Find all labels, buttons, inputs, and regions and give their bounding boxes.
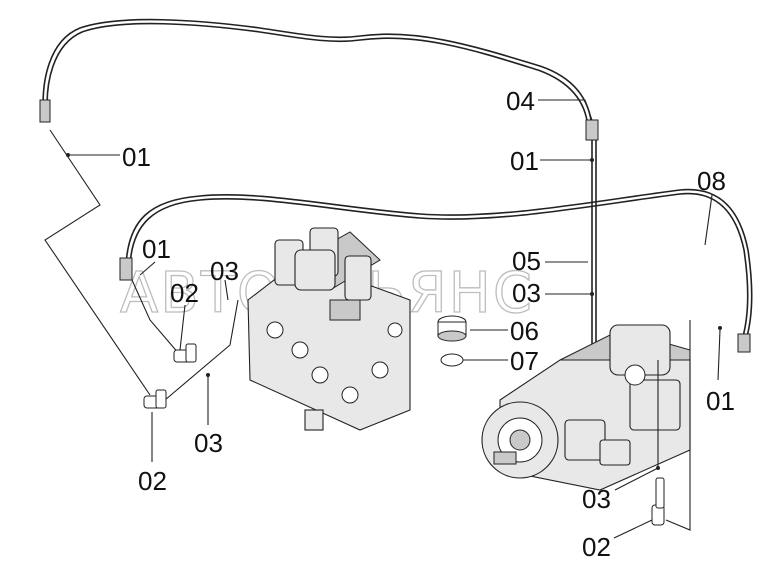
hose-middle-long-inner bbox=[129, 192, 749, 341]
line-left-01 bbox=[44, 129, 151, 396]
hose-top-long-inner bbox=[46, 22, 589, 129]
control-valve-block bbox=[247, 227, 411, 431]
leader-dot-01-right bbox=[718, 326, 722, 330]
callout-05: 05 bbox=[512, 246, 541, 276]
callout-01-left-upper: 01 bbox=[142, 234, 171, 264]
callout-07: 07 bbox=[510, 346, 539, 376]
leader-dot-01-top bbox=[590, 158, 594, 162]
hose-fitting-right-top bbox=[585, 119, 599, 141]
callout-03-mid: 03 bbox=[512, 278, 541, 308]
plug-06 bbox=[437, 315, 467, 342]
leader-04 bbox=[538, 99, 593, 121]
line-left-upper bbox=[131, 279, 181, 356]
leader-01-right-vertical bbox=[665, 320, 691, 531]
leader-dot-01-left bbox=[66, 153, 70, 157]
callout-08: 08 bbox=[697, 166, 726, 196]
callout-06: 06 bbox=[510, 316, 539, 346]
o-ring-07 bbox=[440, 353, 464, 367]
leader-dot-03-mid bbox=[590, 292, 594, 296]
leader-dot-03-left-bottom bbox=[206, 373, 210, 377]
leader-02-left-top bbox=[179, 304, 186, 351]
callout-02-right-bottom: 02 bbox=[582, 532, 611, 562]
elbow-fitting-left-bottom bbox=[143, 389, 167, 409]
hose-fitting-right-mid bbox=[737, 333, 751, 353]
callout-01-top: 01 bbox=[510, 146, 539, 176]
leader-01-right bbox=[717, 329, 721, 381]
leader-03-left-top bbox=[224, 279, 229, 301]
leader-dot-03-right-bottom bbox=[656, 466, 660, 470]
callout-02-left-top: 02 bbox=[170, 278, 199, 308]
callout-03-right-bottom: 03 bbox=[582, 484, 611, 514]
callout-04: 04 bbox=[506, 86, 535, 116]
leader-01-left2 bbox=[139, 261, 156, 276]
callout-01-left: 01 bbox=[122, 142, 151, 172]
hose-top-long bbox=[42, 18, 593, 129]
leader-02-right-bottom bbox=[613, 519, 653, 539]
elbow-fitting-left-top bbox=[173, 343, 197, 363]
callout-01-right: 01 bbox=[706, 386, 735, 416]
callout-02-left-bottom: 02 bbox=[138, 466, 167, 496]
hose-fitting-left-top bbox=[39, 99, 51, 123]
line-left-03 bbox=[164, 299, 239, 401]
callout-03-left-top: 03 bbox=[210, 256, 239, 286]
hose-middle-long bbox=[125, 188, 753, 341]
hydraulic-pump bbox=[481, 324, 691, 491]
elbow-fitting-right-bottom bbox=[651, 477, 665, 526]
callout-03-left-bottom: 03 bbox=[194, 428, 223, 458]
hose-fitting-left-mid bbox=[119, 257, 133, 281]
leader-08 bbox=[704, 194, 713, 246]
